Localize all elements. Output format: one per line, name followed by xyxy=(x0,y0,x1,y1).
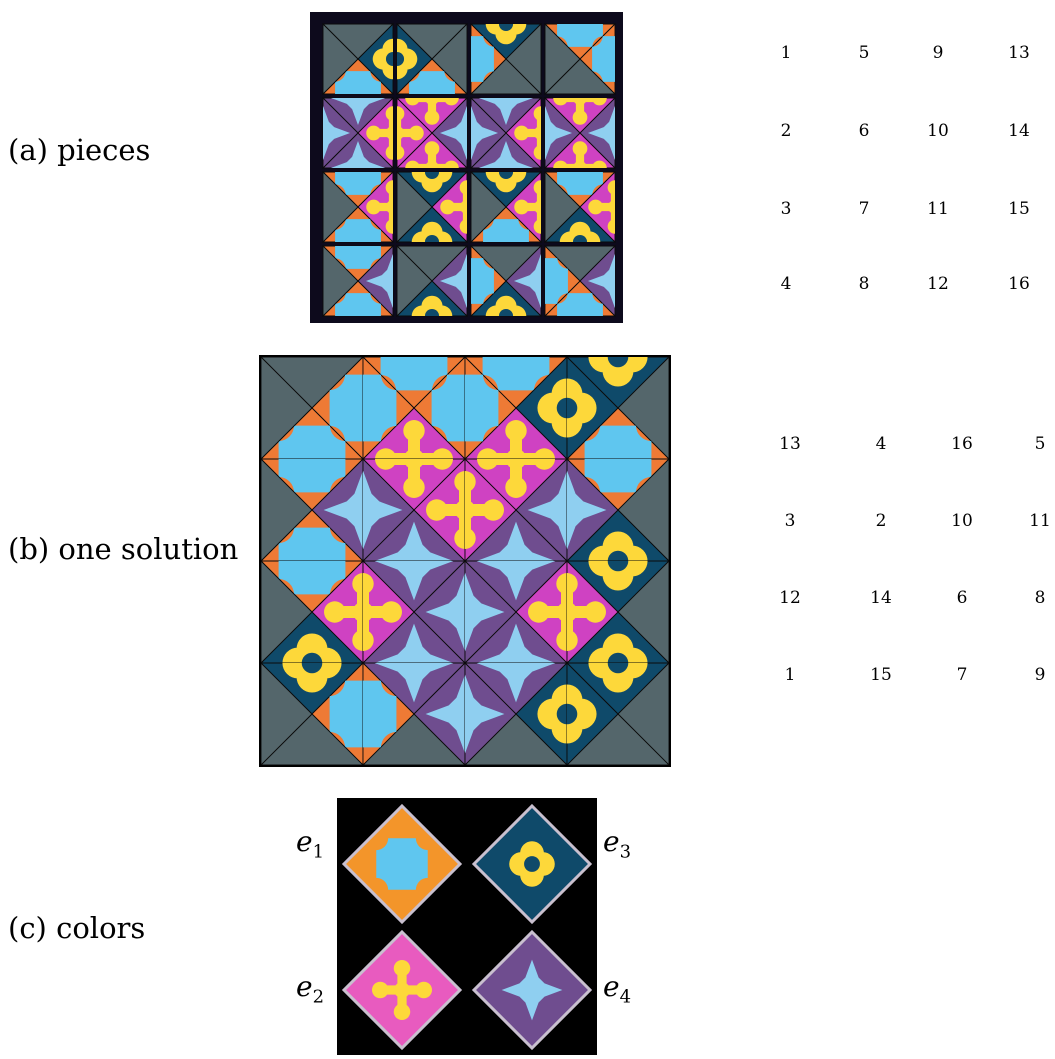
solution-number-cell: 3 xyxy=(785,511,796,531)
solution-number-cell: 10 xyxy=(951,511,973,531)
pieces-number-cell: 15 xyxy=(1008,199,1030,219)
solution-number-cell: 7 xyxy=(957,665,968,685)
caption-solution: (b) one solution xyxy=(8,532,238,566)
solution-number-cell: 15 xyxy=(870,665,892,685)
solution-number-cell: 1 xyxy=(785,665,796,685)
caption-colors: (c) colors xyxy=(8,911,145,945)
pieces-number-cell: 3 xyxy=(781,199,792,219)
pieces-number-cell: 11 xyxy=(927,199,949,219)
solution-board xyxy=(259,355,671,767)
pieces-number-cell: 7 xyxy=(859,199,870,219)
caption-pieces: (a) pieces xyxy=(8,133,150,167)
pieces-board xyxy=(310,12,623,323)
solution-number-cell: 8 xyxy=(1035,588,1046,608)
pieces-number-cell: 14 xyxy=(1008,121,1030,141)
colors-legend-panel xyxy=(337,798,597,1055)
pieces-number-cell: 10 xyxy=(927,121,949,141)
label-e4: e4 xyxy=(603,970,631,1008)
solution-number-cell: 11 xyxy=(1029,511,1051,531)
solution-number-cell: 4 xyxy=(876,434,887,454)
pieces-number-cell: 2 xyxy=(781,121,792,141)
pieces-number-cell: 16 xyxy=(1008,274,1030,294)
label-e2: e2 xyxy=(296,970,324,1008)
solution-number-grid: 13 4 16 5 3 2 10 11 12 14 6 8 1 15 7 9 xyxy=(740,410,1055,710)
pieces-number-cell: 8 xyxy=(859,274,870,294)
pieces-number-cell: 12 xyxy=(927,274,949,294)
solution-number-cell: 13 xyxy=(779,434,801,454)
solution-number-cell: 12 xyxy=(779,588,801,608)
pieces-number-cell: 4 xyxy=(781,274,792,294)
solution-number-cell: 5 xyxy=(1035,434,1046,454)
solution-number-cell: 9 xyxy=(1035,665,1046,685)
pieces-number-cell: 5 xyxy=(859,43,870,63)
label-e1: e1 xyxy=(296,825,324,863)
solution-number-cell: 14 xyxy=(870,588,892,608)
pieces-number-cell: 9 xyxy=(933,43,944,63)
solution-number-cell: 6 xyxy=(957,588,968,608)
solution-number-cell: 16 xyxy=(951,434,973,454)
label-e3: e3 xyxy=(603,825,631,863)
solution-figure xyxy=(259,355,671,771)
solution-number-cell: 2 xyxy=(876,511,887,531)
pieces-number-cell: 1 xyxy=(781,43,792,63)
pieces-number-cell: 6 xyxy=(859,121,870,141)
pieces-figure xyxy=(310,12,623,327)
colors-figure xyxy=(337,798,597,1059)
pieces-number-cell: 13 xyxy=(1008,43,1030,63)
